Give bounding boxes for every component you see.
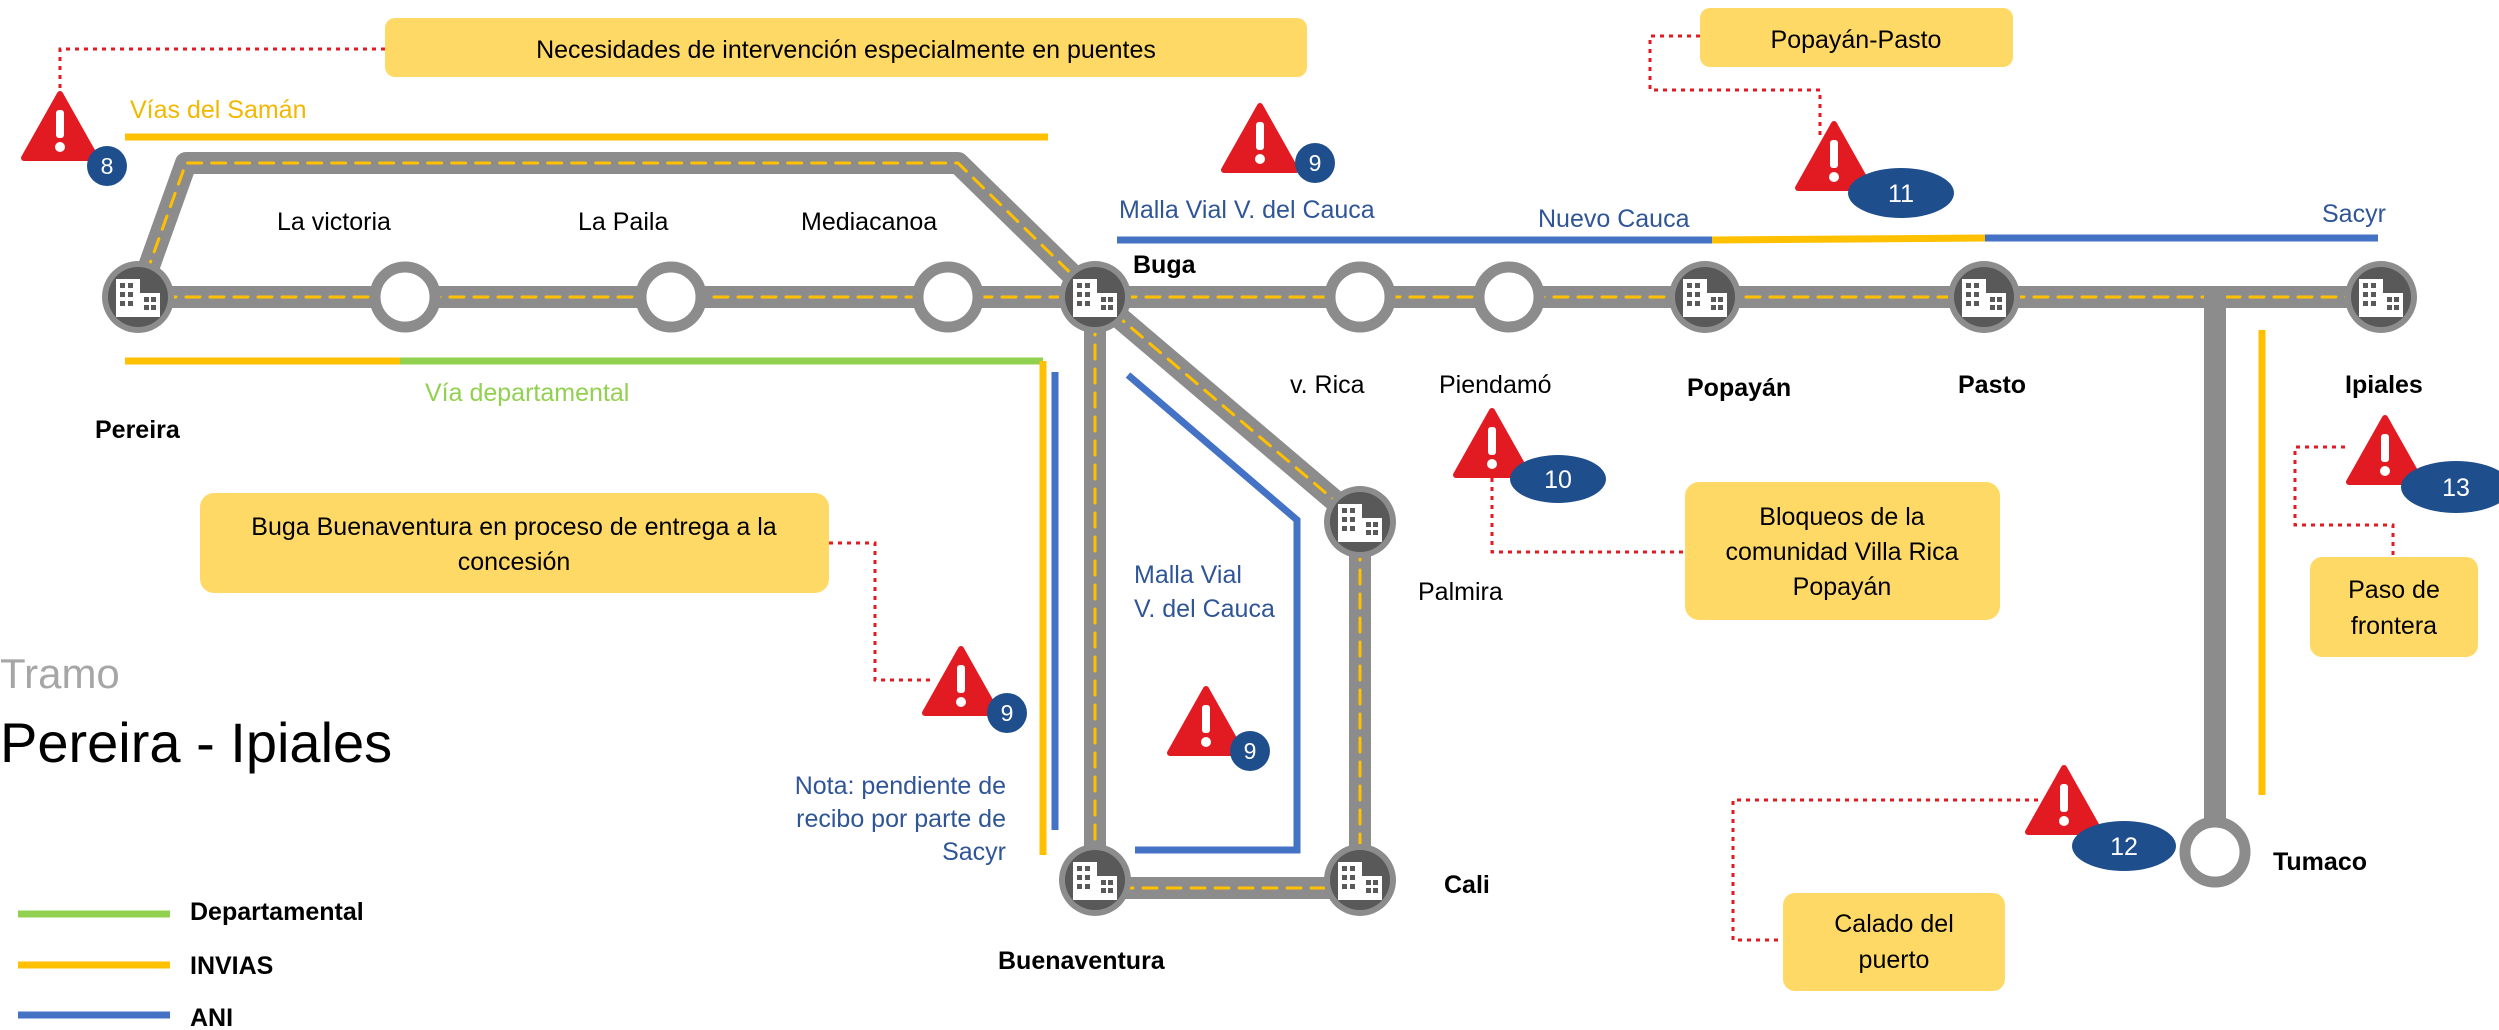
callout-bloqueos-text-3: Popayán	[1793, 573, 1892, 601]
city-label-pereira: Pereira	[95, 416, 181, 444]
mediacanoa-stop	[918, 267, 978, 327]
alert-badge-9-left	[987, 693, 1027, 733]
alert-number-12: 12	[2110, 833, 2138, 861]
warning-icon	[24, 94, 96, 158]
callout-bloqueos-text-1: Bloqueos de la	[1759, 503, 1925, 531]
alert-badge-8	[87, 146, 127, 186]
alert-badge-13	[2401, 461, 2499, 513]
note-line-3: Sacyr	[942, 838, 1006, 866]
callout-frontera-box	[2310, 557, 2478, 657]
buga-city-icon	[1059, 261, 1131, 333]
callout-frontera-text-1: Paso de	[2348, 576, 2440, 604]
callout-puentes-box	[385, 18, 1307, 77]
city-label-cali: Cali	[1444, 871, 1490, 899]
alert-number-9-left: 9	[1001, 700, 1014, 726]
city-label-tumaco: Tumaco	[2273, 848, 2367, 876]
callout-frontera-text-2: frontera	[2351, 612, 2437, 640]
line-label-sacyr: Sacyr	[2322, 200, 2386, 228]
alert-badge-9-mid	[1230, 731, 1270, 771]
callout-popayan-pasto-text: Popayán-Pasto	[1771, 26, 1942, 54]
ipiales-city-icon	[2345, 261, 2417, 333]
warning-icon	[1170, 689, 1242, 753]
alert-badge-12	[2072, 821, 2176, 871]
city-label-ipiales: Ipiales	[2345, 371, 2423, 399]
callout-calado-text-1: Calado del	[1834, 910, 1954, 938]
city-label-pasto: Pasto	[1958, 371, 2026, 399]
alert-number-11: 11	[1888, 180, 1914, 208]
leader-lines	[58, 34, 2395, 942]
callout-buga-buenaventura-box	[200, 493, 829, 593]
city-label-la-victoria: La victoria	[277, 208, 391, 236]
alert-badge-10	[1510, 455, 1606, 503]
v-rica-stop	[1330, 267, 1390, 327]
tumaco-stop	[2185, 822, 2245, 882]
legend-invias-label: INVIAS	[190, 952, 273, 980]
cali-city-icon	[1324, 844, 1396, 916]
alert-badge-11	[1848, 168, 1954, 218]
alert-number-10: 10	[1544, 466, 1572, 494]
callout-bloqueos-box	[1685, 482, 2000, 620]
line-label-nuevo-cauca: Nuevo Cauca	[1538, 205, 1690, 233]
alert-badge-9-top	[1295, 143, 1335, 183]
pereira-city-icon	[102, 261, 174, 333]
callout-boxes	[200, 8, 2478, 991]
city-label-piendamo: Piendamó	[1439, 371, 1552, 399]
line-label-via-departamental: Vía departamental	[425, 379, 629, 407]
city-label-mediacanoa: Mediacanoa	[801, 208, 937, 236]
line-label-malla-vial-top: Malla Vial V. del Cauca	[1119, 196, 1375, 224]
city-label-buenaventura: Buenaventura	[998, 947, 1166, 975]
callout-buga-buenaventura-text-1: Buga Buenaventura en proceso de entrega …	[251, 513, 776, 541]
note-line-2: recibo por parte de	[796, 805, 1006, 833]
alert-number-9-top: 9	[1309, 150, 1322, 176]
piendamo-stop	[1479, 267, 1539, 327]
note-line-1: Nota: pendiente de	[795, 772, 1006, 800]
buenaventura-city-icon	[1059, 844, 1131, 916]
line-label-vias-saman: Vías del Samán	[130, 96, 307, 124]
ani-line-malla-vial-left	[1125, 372, 1301, 854]
legend-lines	[18, 910, 170, 1019]
alert-number-9-mid: 9	[1244, 738, 1257, 764]
callout-calado-box	[1783, 893, 2005, 991]
popayan-city-icon	[1669, 261, 1741, 333]
invias-line-popayan-pasto	[1711, 234, 1986, 244]
city-label-palmira: Palmira	[1418, 578, 1503, 606]
city-label-popayan: Popayán	[1687, 374, 1791, 402]
page-title: Pereira - Ipiales	[0, 711, 392, 774]
legend-ani-label: ANI	[190, 1004, 233, 1030]
alert-number-13: 13	[2442, 474, 2470, 502]
callout-puentes-text: Necesidades de intervención especialment…	[536, 36, 1156, 64]
line-label-malla-vial-left-2: V. del Cauca	[1134, 595, 1275, 623]
legend-departamental-label: Departamental	[190, 898, 364, 926]
callout-calado-text-2: puerto	[1859, 946, 1930, 974]
palmira-city-icon	[1324, 486, 1396, 558]
warning-icon	[2028, 768, 2100, 832]
la-victoria-stop	[375, 267, 435, 327]
warning-icon	[2349, 418, 2421, 482]
city-label-buga: Buga	[1133, 251, 1197, 279]
alert-number-8: 8	[101, 153, 114, 179]
alerts	[24, 94, 2499, 871]
section-label: Tramo	[0, 650, 120, 697]
city-label-v-rica: v. Rica	[1290, 371, 1365, 399]
warning-icon	[1224, 106, 1296, 170]
callout-popayan-pasto-box	[1700, 8, 2013, 67]
warning-icon	[925, 649, 997, 713]
callout-bloqueos-text-2: comunidad Villa Rica	[1726, 538, 1959, 566]
line-label-malla-vial-left-1: Malla Vial	[1134, 561, 1242, 589]
authority-lines	[125, 133, 2378, 855]
warning-icon	[1456, 411, 1528, 475]
city-label-la-paila: La Paila	[578, 208, 668, 236]
la-paila-stop	[641, 267, 701, 327]
pasto-city-icon	[1948, 261, 2020, 333]
callout-buga-buenaventura-text-2: concesión	[458, 548, 571, 576]
